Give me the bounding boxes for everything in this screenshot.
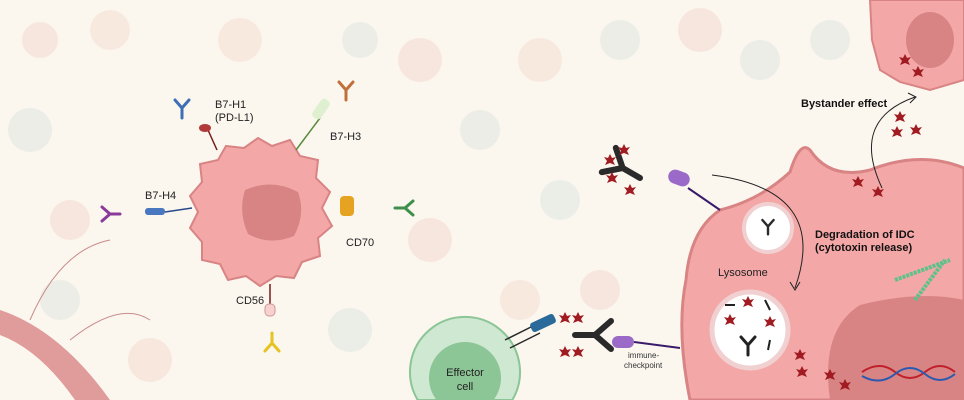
antibody-icon: [263, 331, 281, 353]
receptor-cd56: [263, 284, 281, 353]
bystander-arrow: [870, 96, 916, 189]
antibody-icon: [337, 80, 355, 102]
label-immune-2: checkpoint: [624, 361, 663, 370]
label-degradation-1: Degradation of IDC: [815, 229, 915, 241]
receptor-b7h1: [173, 98, 218, 151]
microtubule-icon: [894, 258, 951, 302]
tumor-cell: [188, 136, 334, 288]
label-pdl1: (PD-L1): [215, 112, 254, 124]
idc-antibody: [602, 144, 721, 211]
bystander-cell: [868, 0, 964, 92]
effector-label-1: Effector: [446, 367, 484, 379]
degradation-arrow: [711, 174, 804, 289]
background-cells: [8, 8, 850, 382]
label-b7h1: B7-H1: [215, 99, 246, 111]
label-cd70: CD70: [346, 237, 374, 249]
receptor-cd70: [340, 196, 415, 217]
label-lysosome: Lysosome: [718, 267, 768, 279]
label-b7h4: B7-H4: [145, 190, 176, 202]
antibody-icon: [173, 98, 191, 120]
receptor-b7h3: [295, 80, 355, 151]
target-cell: [680, 111, 964, 400]
label-degradation-2: (cytotoxin release): [815, 242, 913, 254]
effector-cell: Effector cell: [409, 312, 681, 400]
nucleus: [828, 296, 964, 400]
antibody-icon: [100, 205, 122, 223]
blood-vessel: [0, 239, 151, 400]
nucleus: [242, 184, 302, 241]
arrows: [711, 92, 917, 291]
antibody-icon: [393, 199, 415, 217]
dna-icon: [861, 365, 956, 379]
label-immune-1: immune-: [628, 351, 659, 360]
effector-label-2: cell: [457, 381, 474, 393]
label-bystander: Bystander effect: [801, 98, 888, 110]
label-cd56: CD56: [236, 295, 264, 307]
receptor-b7h4: [100, 205, 193, 223]
label-b7h3: B7-H3: [330, 131, 361, 143]
